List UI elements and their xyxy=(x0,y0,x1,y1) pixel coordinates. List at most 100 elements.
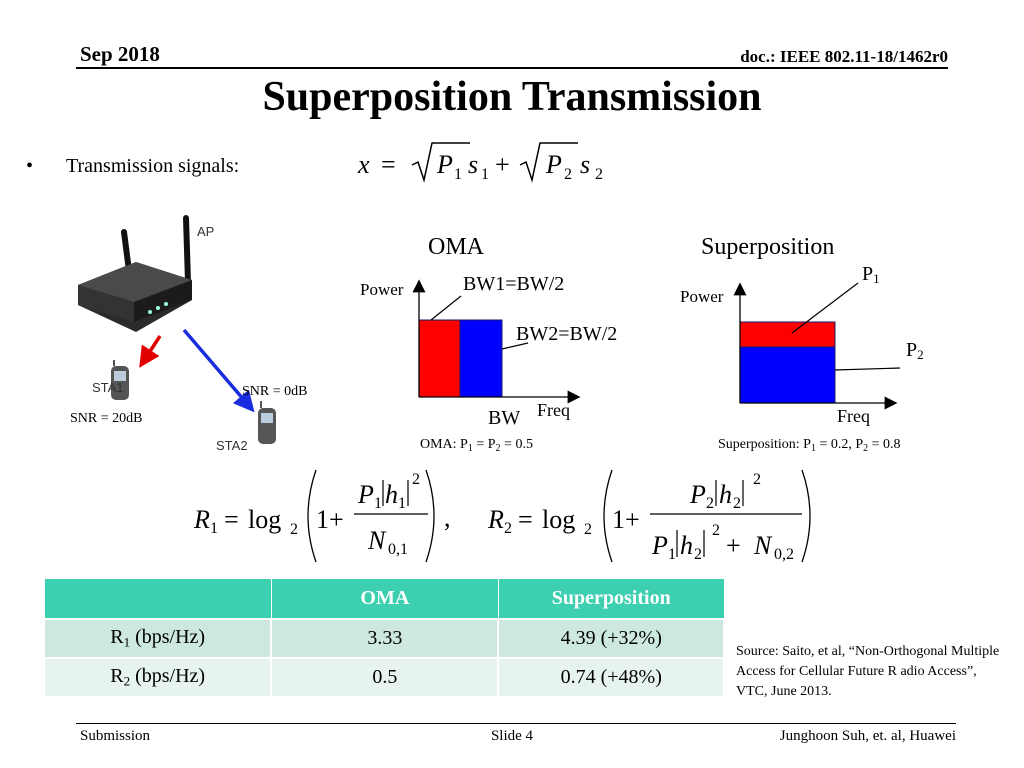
oma-heading: OMA xyxy=(428,234,485,260)
table-cell: 4.39 (+32%) xyxy=(497,617,725,659)
bullet-text: Transmission signals: xyxy=(66,155,240,177)
sp-user1-block xyxy=(739,321,836,348)
slide-title: Superposition Transmission xyxy=(262,74,762,120)
footer-submission: Submission xyxy=(80,728,151,744)
svg-text:x: x xyxy=(357,150,370,179)
footer-authors: Junghoon Suh, et. al, Huawei xyxy=(779,728,956,744)
svg-text:2: 2 xyxy=(595,166,603,183)
oma-user2-block xyxy=(459,319,503,398)
results-table: OMA Superposition R1 (bps/Hz) 3.33 4.39 … xyxy=(42,578,725,698)
sp-power-label: Power xyxy=(680,287,724,306)
rate-formulas: R 1 = log 2 1+ P 1 h 1 2 N 0,1 , R 2 = l… xyxy=(193,469,811,563)
svg-text:2: 2 xyxy=(504,520,512,537)
svg-text:s: s xyxy=(468,150,478,179)
svg-text:=: = xyxy=(224,505,239,534)
table-cell: 0.5 xyxy=(270,656,500,698)
svg-text:log: log xyxy=(248,505,281,534)
table-cell-metric: R1 (bps/Hz) xyxy=(42,617,273,659)
oma-freq-label: Freq xyxy=(537,400,570,420)
svg-text:h: h xyxy=(680,531,693,560)
sp-user2-block xyxy=(739,346,836,404)
svg-text:1: 1 xyxy=(481,166,489,183)
ap-label: AP xyxy=(197,224,214,239)
svg-text:R: R xyxy=(487,505,504,534)
svg-text:1: 1 xyxy=(210,520,218,537)
header-date: Sep 2018 xyxy=(80,42,160,66)
sta2-phone-icon xyxy=(258,401,276,444)
svg-text:1: 1 xyxy=(398,495,406,512)
oma-bw2-pointer xyxy=(501,342,529,350)
table-header-cell: OMA xyxy=(270,578,499,619)
bullet-marker: • xyxy=(26,155,34,177)
header-doc-id: doc.: IEEE 802.11-18/1462r0 xyxy=(740,47,948,66)
svg-text:P: P xyxy=(545,150,562,179)
sta2-label: STA2 xyxy=(216,438,248,453)
router-icon xyxy=(78,215,192,332)
svg-text:=: = xyxy=(381,150,396,179)
svg-text:=: = xyxy=(518,505,533,534)
svg-text:P: P xyxy=(357,480,374,509)
sp-heading: Superposition xyxy=(701,234,834,260)
sta2-snr: SNR = 0dB xyxy=(242,384,307,399)
sp-p2-label: P2 xyxy=(906,339,924,362)
oma-bw1-pointer xyxy=(430,295,462,321)
svg-text:1: 1 xyxy=(374,495,382,512)
sp-p1-pointer xyxy=(791,282,859,334)
svg-text:h: h xyxy=(385,480,398,509)
table-cell: 3.33 xyxy=(270,617,500,659)
table-header-row: OMA Superposition xyxy=(43,578,725,619)
svg-text:2: 2 xyxy=(753,471,761,488)
svg-text:N: N xyxy=(367,526,387,555)
oma-power-label: Power xyxy=(360,280,404,299)
signal-formula: x = P 1 s 1 + P 2 s 2 xyxy=(357,142,603,183)
oma-bw-label: BW xyxy=(488,407,520,429)
sta1-phone-icon xyxy=(111,360,129,400)
svg-text:1: 1 xyxy=(454,166,462,183)
svg-text:0,2: 0,2 xyxy=(774,546,794,563)
oma-caption: OMA: P1 = P2 = 0.5 xyxy=(420,437,533,454)
svg-text:+: + xyxy=(495,150,510,179)
sta1-label: STA1 xyxy=(92,380,124,395)
svg-text:2: 2 xyxy=(290,521,298,538)
svg-text:N: N xyxy=(753,531,773,560)
svg-text:2: 2 xyxy=(712,522,720,539)
svg-text:2: 2 xyxy=(706,495,714,512)
sp-caption: Superposition: P1 = 0.2, P2 = 0.8 xyxy=(718,437,901,454)
svg-text:2: 2 xyxy=(694,546,702,563)
table-row: R2 (bps/Hz) 0.5 0.74 (+48%) xyxy=(42,656,725,698)
svg-text:s: s xyxy=(580,150,590,179)
table-cell: 0.74 (+48%) xyxy=(497,656,725,698)
table-cell-metric: R2 (bps/Hz) xyxy=(42,656,273,698)
svg-text:2: 2 xyxy=(733,495,741,512)
svg-text:2: 2 xyxy=(584,521,592,538)
oma-user1-block xyxy=(418,319,461,398)
table-header-cell xyxy=(43,578,272,619)
sta1-link-arrow xyxy=(139,335,162,368)
svg-text:R: R xyxy=(193,505,210,534)
svg-text:log: log xyxy=(542,505,575,534)
sp-p1-label: P1 xyxy=(862,263,880,286)
svg-text:+: + xyxy=(726,531,741,560)
sta1-snr: SNR = 20dB xyxy=(70,411,142,426)
footer-divider xyxy=(76,723,956,724)
svg-text:1+: 1+ xyxy=(316,505,344,534)
svg-text:1: 1 xyxy=(668,546,676,563)
svg-text:P: P xyxy=(689,480,706,509)
footer-slide-number: Slide 4 xyxy=(490,728,534,744)
sta2-link-arrow xyxy=(182,328,255,413)
oma-bw2-label: BW2=BW/2 xyxy=(516,323,617,345)
svg-text:P: P xyxy=(651,531,668,560)
source-citation: Source: Saito, et al, “Non-Orthogonal Mu… xyxy=(736,644,1000,699)
svg-text:h: h xyxy=(719,480,732,509)
svg-text:P: P xyxy=(436,150,453,179)
svg-text:0,1: 0,1 xyxy=(388,541,408,558)
svg-text:2: 2 xyxy=(412,471,420,488)
sp-p2-pointer xyxy=(834,367,901,371)
svg-text:2: 2 xyxy=(564,166,572,183)
svg-text:1+: 1+ xyxy=(612,505,640,534)
oma-bw1-label: BW1=BW/2 xyxy=(463,273,564,295)
svg-text:,: , xyxy=(444,503,451,532)
header-divider xyxy=(76,67,948,69)
table-header-cell: Superposition xyxy=(497,578,725,619)
